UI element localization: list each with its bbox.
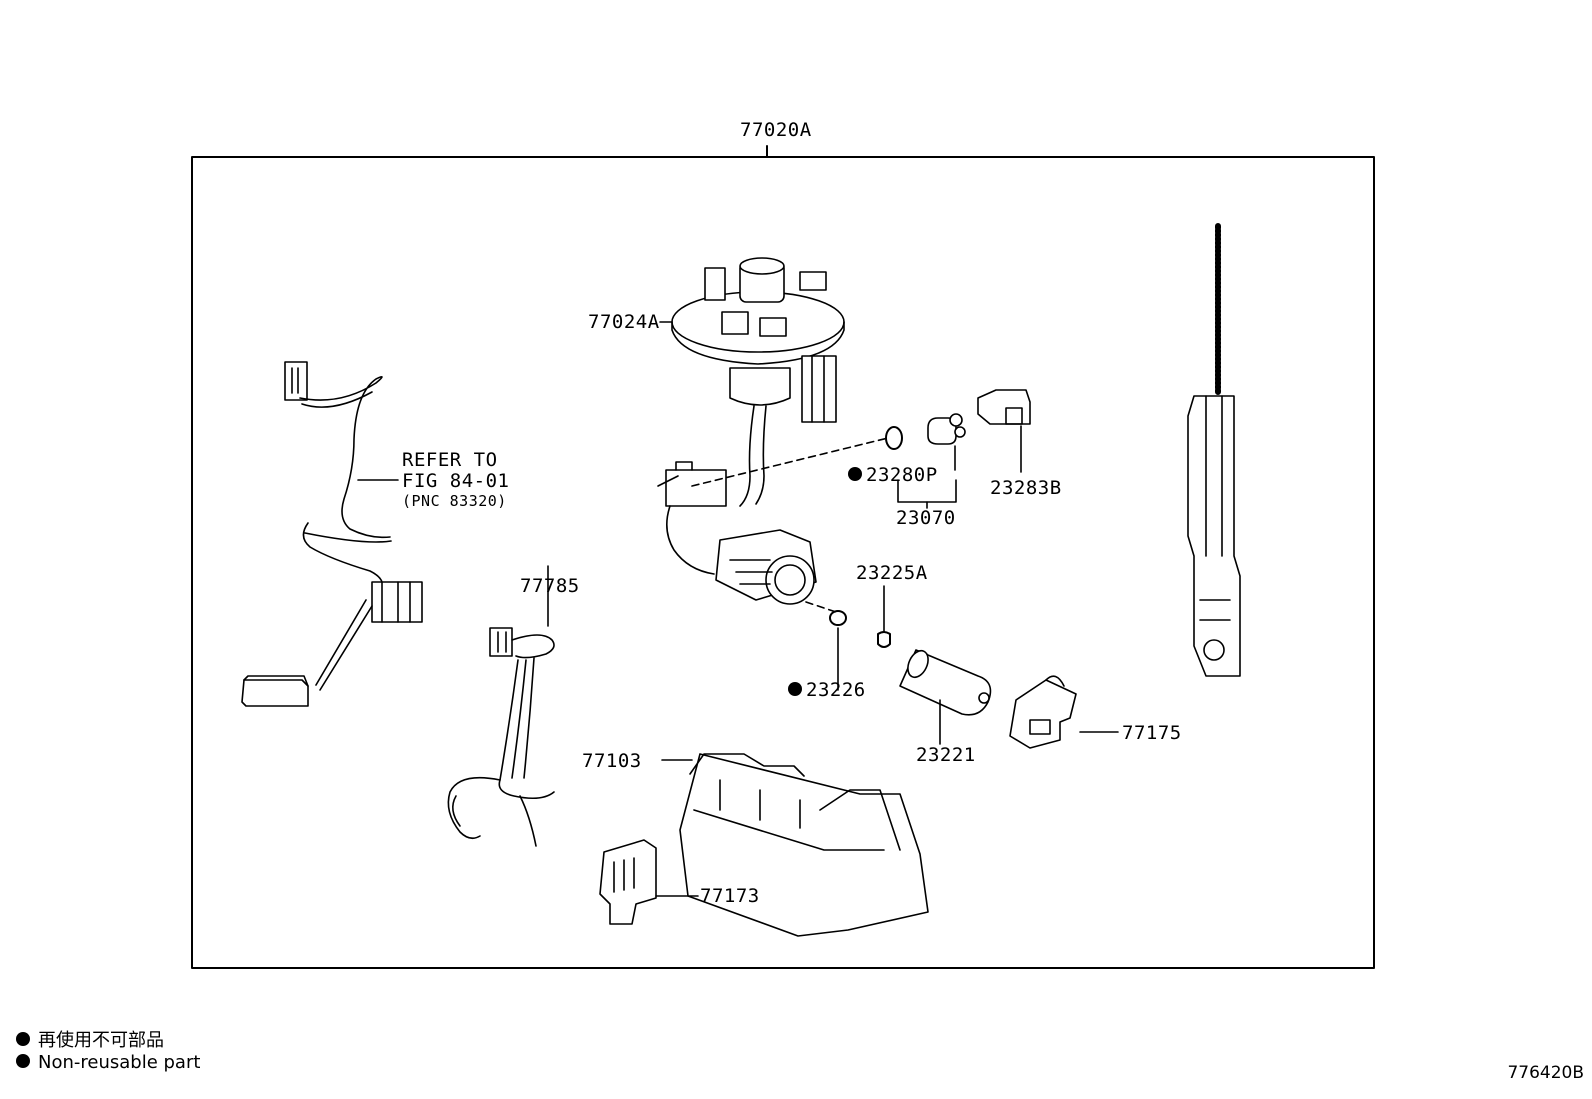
part-label-77785[interactable]: 77785 bbox=[520, 575, 580, 597]
sender-rod-drawing bbox=[1187, 223, 1241, 677]
refer-line-3: (PNC 83320) bbox=[402, 492, 507, 510]
part-label-77024A[interactable]: 77024A bbox=[588, 311, 660, 333]
part-label-23226[interactable]: 23226 bbox=[788, 680, 866, 700]
fuel-filter-drawing bbox=[927, 413, 966, 445]
non-reusable-marker-icon bbox=[16, 1054, 30, 1068]
fuel-pump-drawing bbox=[899, 649, 992, 716]
assembly-frame bbox=[191, 156, 1375, 969]
part-label-77173[interactable]: 77173 bbox=[700, 885, 760, 907]
part-label-77175[interactable]: 77175 bbox=[1122, 722, 1182, 744]
pump-module-drawing bbox=[657, 257, 845, 605]
assembly-label: 77020A bbox=[740, 119, 812, 141]
part-label-23225A[interactable]: 23225A bbox=[856, 562, 928, 584]
legend-en-text: Non-reusable part bbox=[38, 1052, 201, 1073]
connector-77173-drawing bbox=[599, 839, 657, 925]
part-number: 23226 bbox=[806, 679, 866, 701]
part-number: 23280P bbox=[866, 464, 938, 486]
fuel-sender-gauge-drawing bbox=[241, 361, 423, 707]
sub-tank-drawing bbox=[679, 753, 929, 937]
clip-drawing bbox=[977, 389, 1031, 425]
refer-line-1: REFER TO bbox=[402, 449, 498, 471]
wire-harness-drawing bbox=[447, 565, 555, 847]
non-reusable-marker-icon bbox=[16, 1032, 30, 1046]
part-label-23070[interactable]: 23070 bbox=[896, 507, 956, 529]
part-label-23283B[interactable]: 23283B bbox=[990, 477, 1062, 499]
legend-jp: 再使用不可部品 bbox=[16, 1026, 164, 1052]
bracket-77175-drawing bbox=[1009, 675, 1077, 749]
part-label-77103[interactable]: 77103 bbox=[582, 750, 642, 772]
refer-line-2[interactable]: FIG 84-01 bbox=[402, 470, 510, 492]
non-reusable-marker-icon bbox=[848, 466, 862, 481]
part-label-23221[interactable]: 23221 bbox=[916, 744, 976, 766]
figure-id: 776420B bbox=[1507, 1063, 1584, 1083]
legend-jp-text: 再使用不可部品 bbox=[38, 1030, 164, 1051]
part-label-23280P[interactable]: 23280P bbox=[848, 465, 938, 485]
legend-en: Non-reusable part bbox=[16, 1052, 200, 1073]
non-reusable-marker-icon bbox=[788, 681, 802, 696]
